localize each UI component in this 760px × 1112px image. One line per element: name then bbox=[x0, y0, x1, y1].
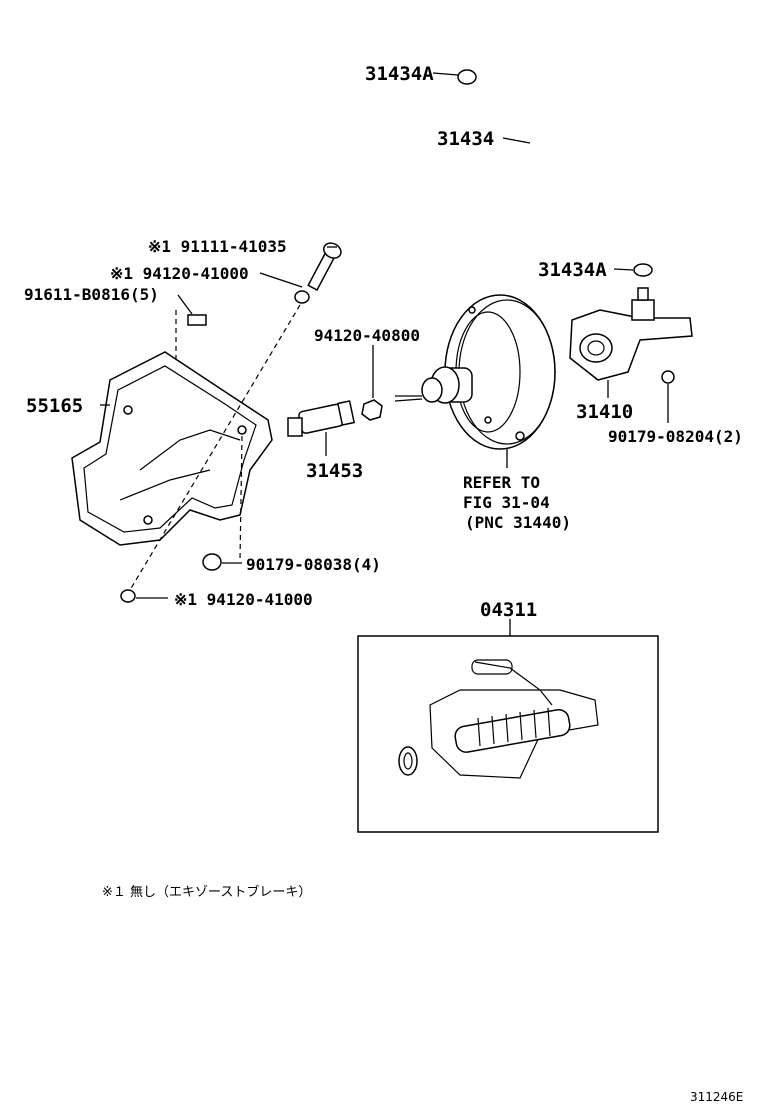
label-31434: 31434 bbox=[437, 128, 494, 150]
label-91611-B0816: 91611-B0816(5) bbox=[24, 285, 159, 304]
label-90179-08038: 90179-08038(4) bbox=[246, 555, 381, 574]
label-31410: 31410 bbox=[576, 401, 633, 423]
label-31434A-mid: 31434A bbox=[538, 259, 607, 281]
label-55165: 55165 bbox=[26, 395, 83, 417]
refer-line-2: FIG 31-04 bbox=[463, 493, 550, 512]
hose-clamp-top bbox=[457, 69, 477, 85]
label-31453: 31453 bbox=[306, 460, 363, 482]
refer-line-1: REFER TO bbox=[463, 473, 540, 492]
switch-illustration bbox=[287, 345, 383, 456]
label-31434A-top: 31434A bbox=[365, 63, 434, 85]
figure-code: 311246E bbox=[690, 1090, 743, 1104]
label-94120-40800: 94120-40800 bbox=[314, 326, 420, 345]
label-91111-41035: ※1 91111-41035 bbox=[148, 237, 287, 256]
vacuum-hose-illustration bbox=[432, 69, 653, 277]
label-94120-41000-top: ※1 94120-41000 bbox=[110, 264, 249, 283]
repair-kit-box bbox=[357, 619, 659, 833]
bracket-illustration bbox=[71, 242, 342, 603]
hose-clamp-mid bbox=[633, 263, 653, 277]
refer-line-3: (PNC 31440) bbox=[465, 513, 571, 532]
label-94120-41000-bottom: ※1 94120-41000 bbox=[174, 590, 313, 609]
brake-booster-illustration bbox=[394, 294, 556, 468]
footnote: ※１ 無し（エキゾーストブレーキ） bbox=[102, 884, 311, 900]
label-90179-08204: 90179-08204(2) bbox=[608, 427, 743, 446]
label-04311: 04311 bbox=[480, 599, 537, 621]
master-cylinder-illustration bbox=[569, 287, 693, 423]
